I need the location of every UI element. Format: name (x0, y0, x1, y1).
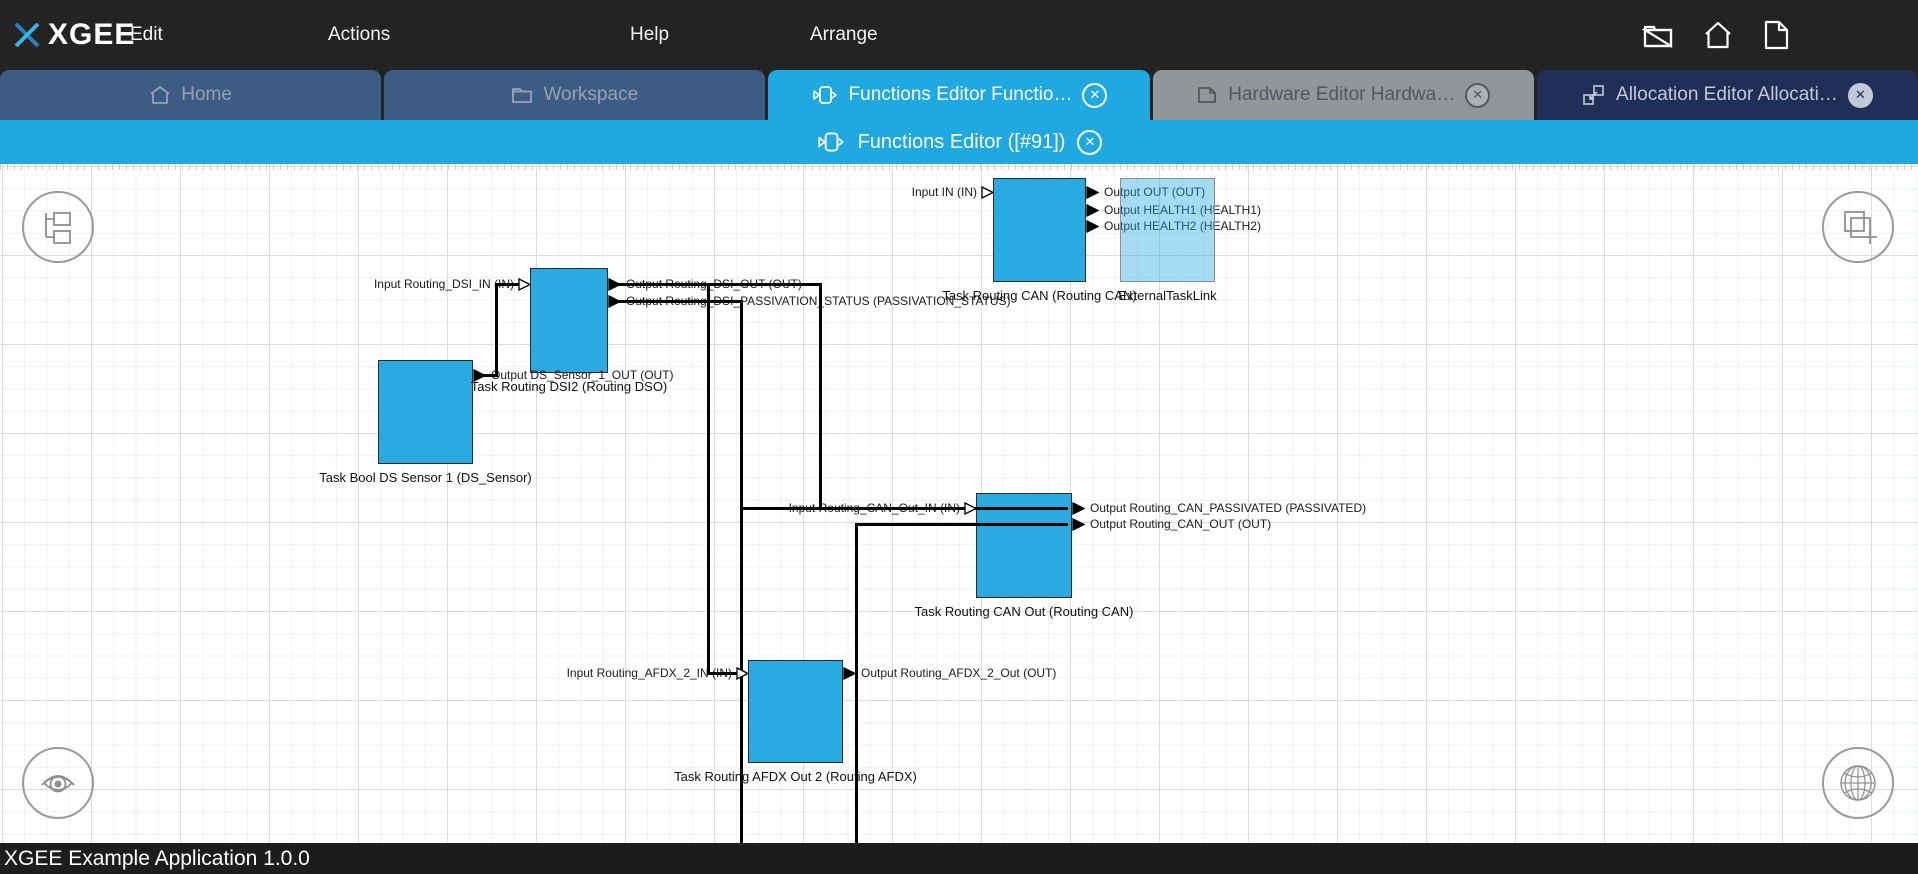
menu-help[interactable]: Help (630, 24, 670, 45)
status-bar: XGEE Example Application 1.0.0 (0, 843, 1918, 874)
output-port-label: Output Routing_CAN_OUT (OUT) (1090, 517, 1272, 531)
input-port-icon[interactable] (518, 278, 531, 291)
global-view-button[interactable] (1822, 747, 1894, 819)
output-port-icon[interactable] (473, 369, 486, 382)
allocation-tab-icon (1583, 85, 1604, 105)
menu-actions[interactable]: Actions (328, 24, 391, 45)
folder-icon[interactable] (1642, 20, 1674, 50)
home-icon[interactable] (1702, 20, 1734, 50)
file-icon[interactable] (1762, 20, 1790, 50)
connection-wire[interactable] (706, 671, 738, 675)
output-port-icon[interactable] (1072, 518, 1085, 531)
output-port-icon[interactable] (1072, 502, 1085, 515)
output-port-icon[interactable] (608, 278, 621, 291)
menu-edit[interactable]: Edit (130, 24, 163, 45)
output-port-label: Output HEALTH2 (HEALTH2) (1104, 219, 1261, 233)
tab-allocation-editor[interactable]: Allocation Editor Allocati… ✕ (1536, 70, 1918, 120)
output-port-label: Output OUT (OUT) (1104, 185, 1206, 199)
tab-hardware-editor-label: Hardware Editor Hardwa… (1228, 84, 1456, 105)
app-logo: XGEE (12, 0, 135, 70)
block-name-label: Task Bool DS Sensor 1 (DS_Sensor) (319, 470, 532, 485)
input-port-icon[interactable] (981, 186, 994, 199)
hardware-tab-icon (1198, 87, 1217, 103)
xgee-logo-icon (14, 22, 40, 48)
function-block-icon (817, 132, 844, 152)
block-name-label: Task Routing AFDX Out 2 (Routing AFDX) (674, 769, 917, 784)
diagram-canvas[interactable]: Task Routing CAN (Routing CAN) Input IN (… (0, 164, 1918, 843)
outline-view-button[interactable] (22, 191, 94, 263)
tab-functions-close-icon[interactable]: ✕ (1082, 82, 1108, 108)
tab-home[interactable]: Home (0, 70, 382, 120)
connection-wire[interactable] (617, 299, 743, 303)
output-port-icon[interactable] (608, 295, 621, 308)
connection-wire[interactable] (706, 282, 710, 675)
diagram-block[interactable] (530, 268, 608, 373)
subtab-functions-editor-label[interactable]: Functions Editor ([#91]) (857, 130, 1066, 153)
tab-hardware-editor[interactable]: Hardware Editor Hardwa… ✕ (1152, 70, 1534, 120)
output-port-label: Output HEALTH1 (HEALTH1) (1104, 203, 1261, 217)
add-view-button[interactable] (1822, 191, 1894, 263)
diagram-block[interactable] (378, 360, 473, 464)
output-port-icon[interactable] (1086, 220, 1099, 233)
window-icons (1642, 0, 1790, 70)
menu-bar: XGEE Edit Actions Help Arrange (0, 0, 1918, 70)
output-port-label: Output Routing_AFDX_2_Out (OUT) (861, 666, 1057, 680)
tree-hierarchy-icon (45, 212, 71, 244)
home-tab-icon (150, 86, 170, 104)
output-port-icon[interactable] (1086, 204, 1099, 217)
app-logo-text: XGEE (48, 18, 136, 51)
connection-wire[interactable] (739, 506, 1068, 510)
function-block-icon (812, 86, 837, 104)
output-port-icon[interactable] (843, 667, 856, 680)
block-name-label: Task Routing DSI2 (Routing DSO) (470, 379, 668, 394)
sub-tab-bar: Functions Editor ([#91]) ✕ (0, 120, 1918, 164)
output-port-icon[interactable] (1086, 186, 1099, 199)
output-port-label: Output Routing_DSI_PASSIVATION_STATUS (P… (626, 294, 1011, 308)
connection-wire[interactable] (617, 282, 822, 286)
block-name-label: ExternalTaskLink (1118, 288, 1217, 303)
subtab-close-icon[interactable]: ✕ (1077, 129, 1103, 155)
tab-hardware-close-icon[interactable]: ✕ (1465, 82, 1491, 108)
diagram-block-ghost[interactable] (1120, 178, 1215, 282)
connection-wire[interactable] (494, 282, 520, 286)
tab-allocation-close-icon[interactable]: ✕ (1847, 82, 1873, 108)
output-port-label: Output DS_Sensor_1_OUT (OUT) (491, 368, 674, 382)
output-port-label: Output Routing_CAN_PASSIVATED (PASSIVATE… (1090, 501, 1367, 515)
diagram-block[interactable] (976, 493, 1072, 598)
connection-wire[interactable] (854, 522, 858, 843)
duplicate-plus-icon (1844, 211, 1877, 244)
diagram-block[interactable] (748, 660, 843, 763)
workspace-folder-icon (512, 88, 533, 103)
canvas-top-hatch (0, 164, 1918, 170)
connection-wire[interactable] (482, 373, 498, 377)
tab-workspace-label: Workspace (543, 84, 639, 105)
menu-arrange[interactable]: Arrange (810, 24, 878, 45)
input-port-label: Input IN (IN) (911, 185, 977, 199)
block-name-label: Task Routing CAN Out (Routing CAN) (914, 604, 1134, 619)
input-port-icon[interactable] (736, 667, 749, 680)
tab-functions-editor-label: Functions Editor Functio… (848, 84, 1073, 105)
status-bar-text: XGEE Example Application 1.0.0 (4, 847, 310, 870)
connection-wire[interactable] (739, 299, 743, 843)
tab-home-label: Home (181, 84, 232, 105)
editor-tab-bar: Home Workspace Functions Editor Functio…… (0, 70, 1918, 120)
connection-wire[interactable] (854, 522, 1068, 526)
input-port-icon[interactable] (964, 502, 977, 515)
visibility-button[interactable] (22, 747, 94, 819)
globe-icon (1840, 765, 1876, 801)
block-name-label: Task Routing CAN (Routing CAN) (942, 288, 1137, 303)
input-port-label: Input Routing_DSI_IN (IN) (373, 277, 514, 291)
tab-allocation-editor-label: Allocation Editor Allocati… (1616, 84, 1838, 105)
connection-wire[interactable] (494, 282, 498, 377)
connection-wire[interactable] (818, 282, 822, 510)
tab-workspace[interactable]: Workspace (384, 70, 766, 120)
eye-icon (41, 775, 75, 793)
tab-functions-editor[interactable]: Functions Editor Functio… ✕ (768, 70, 1150, 120)
input-port-label: Input Routing_AFDX_2_IN (IN) (566, 666, 732, 680)
diagram-block[interactable] (993, 178, 1086, 282)
